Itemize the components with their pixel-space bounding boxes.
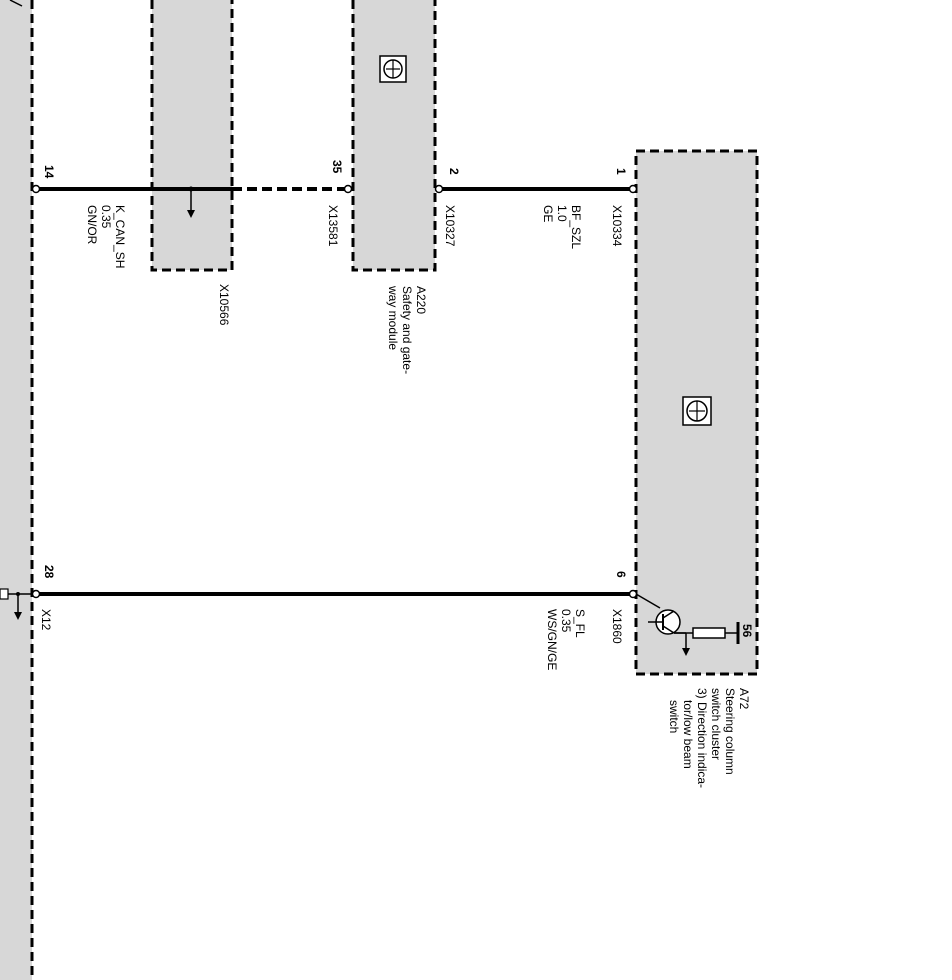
wire-color-label: GE: [541, 205, 555, 222]
module-symbol-icon: [379, 55, 407, 83]
terminal-label: 56: [740, 624, 754, 638]
resistor-icon: [674, 622, 740, 644]
wire-color-label: WS/GN/GE: [545, 609, 559, 670]
wire-color-label: GN/OR: [85, 205, 99, 245]
module-a72-box: [634, 149, 759, 676]
module-id-label: A72: [737, 688, 751, 710]
transistor-icon: [635, 593, 690, 656]
pin-label: 14: [42, 165, 56, 179]
pin-markers-row1: [31, 184, 638, 194]
module-description: switch: [667, 700, 681, 733]
pin-label: 35: [330, 160, 344, 174]
pin-label: 2: [447, 168, 461, 175]
pin-label: 6: [614, 571, 628, 578]
module-description: Safety and gate-: [400, 286, 414, 374]
module-description: Steering column: [723, 688, 737, 775]
left-ground-arrow-icon: [0, 588, 32, 620]
pin-label: 28: [42, 565, 56, 579]
module-x10566-box: [150, 0, 234, 272]
module-symbol-icon: [682, 396, 712, 426]
wire-gauge-label: 1.0: [555, 205, 569, 222]
module-description: 3) Direction indica-: [695, 688, 709, 788]
wire-name-label: K_CAN_SH: [113, 205, 127, 268]
connector-label: X1860: [610, 609, 624, 644]
module-description: switch cluster: [709, 688, 723, 760]
connector-label: X12: [39, 609, 53, 631]
pin-label: 1: [614, 168, 628, 175]
module-a220-box: [351, 0, 437, 272]
wire-name-label: S_FL: [573, 609, 587, 638]
connector-label: X13581: [326, 205, 340, 247]
connector-label: X10334: [610, 205, 624, 247]
ground-arrow-icon: [187, 186, 195, 218]
wire-gauge-label: 0.35: [99, 205, 113, 229]
module-description: way module: [386, 285, 400, 350]
module-id-label: A220: [414, 286, 428, 314]
left-module: [0, 0, 34, 980]
wire-name-label: BF_SZL: [569, 205, 583, 249]
connector-label: X10327: [443, 205, 457, 247]
module-description: tor/low beam: [681, 700, 695, 769]
wire-gauge-label: 0.35: [559, 609, 573, 633]
connector-label: X10566: [217, 284, 231, 326]
